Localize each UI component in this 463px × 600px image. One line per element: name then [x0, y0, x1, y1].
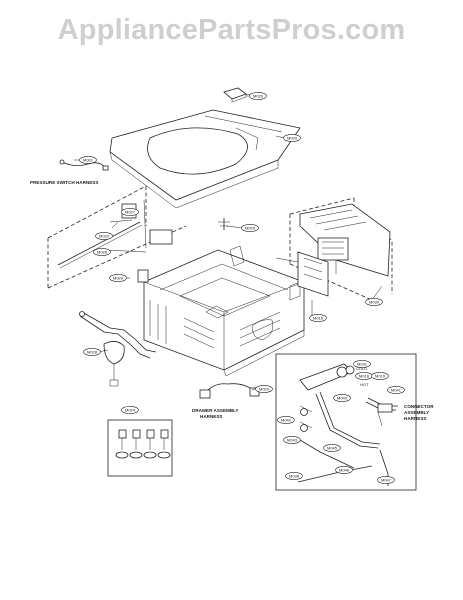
part-tag: M030 — [365, 298, 383, 306]
part-tag-text: M018 — [359, 373, 370, 378]
part-tag-text: M043 — [287, 437, 298, 442]
part-tag-oval — [335, 466, 353, 474]
part-tag-text: M001 — [83, 157, 94, 162]
part-tag: M020 — [283, 134, 301, 142]
leveling-feet — [107, 419, 173, 477]
part-tag: M040 — [333, 394, 351, 402]
water-valve-group — [275, 353, 417, 491]
part-tag: M041 — [387, 386, 405, 394]
part-tag-oval — [377, 476, 395, 484]
cold-label: COLD — [356, 366, 367, 371]
part-tag-oval — [309, 314, 327, 322]
part-tag-oval — [95, 232, 113, 240]
part-tag-oval — [387, 386, 405, 394]
cabinet-body — [137, 245, 305, 377]
part-tag-oval — [241, 224, 259, 232]
part-tag: M001 — [79, 156, 97, 164]
part-tag-oval — [121, 406, 139, 414]
hot-label: HOT — [360, 382, 369, 387]
part-tag: M029 — [109, 274, 127, 282]
part-tag-oval — [109, 274, 127, 282]
part-tag: M026 — [249, 92, 267, 100]
top-bracket — [223, 87, 263, 103]
part-tag-oval — [249, 92, 267, 100]
part-tag-oval — [93, 248, 111, 256]
part-tag-text: M026 — [253, 93, 264, 98]
foot-3 — [143, 429, 157, 459]
connector-label-2: ASSEMBLY — [404, 410, 429, 415]
part-tag-oval — [83, 348, 101, 356]
drawer-harness-label-2: HARNESS — [200, 414, 222, 419]
part-tag: M019 — [371, 372, 389, 380]
connector-label-1: CONNECTOR — [404, 404, 434, 409]
part-tag-oval — [285, 472, 303, 480]
part-tag-oval — [365, 298, 383, 306]
part-tag-oval — [121, 208, 139, 216]
part-tag: M042 — [277, 416, 295, 424]
part-tag: M046 — [335, 466, 353, 474]
part-tag-oval — [277, 416, 295, 424]
part-tag-oval — [371, 372, 389, 380]
part-tag-oval — [283, 134, 301, 142]
part-tag-text: M046 — [339, 467, 350, 472]
part-tag-text: M028 — [97, 249, 108, 254]
part-tag: M028 — [93, 248, 111, 256]
part-tag-text: M028 — [87, 349, 98, 354]
part-tag-oval — [353, 360, 371, 368]
part-tag-text: M040 — [337, 395, 348, 400]
watermark: AppliancePartsPros.com — [57, 14, 406, 46]
part-tag: M027 — [121, 208, 139, 216]
part-tag-text: M029 — [113, 275, 124, 280]
drain-hose-assembly — [79, 311, 157, 387]
part-tag-oval — [333, 394, 351, 402]
part-tag-text: M047 — [381, 477, 392, 482]
drawer-harness-label-1: DRAWER ASSEMBLY — [192, 408, 239, 413]
part-tag-text: M020 — [99, 233, 110, 238]
pressure-switch-harness — [59, 159, 109, 171]
part-tag-text: M024 — [125, 407, 136, 412]
part-tag: M047 — [377, 476, 395, 484]
part-tag-text: M042 — [281, 417, 292, 422]
ground-screw — [218, 218, 230, 230]
control-panel-group — [275, 197, 393, 301]
part-tag-oval — [79, 156, 97, 164]
part-tag-oval — [255, 385, 273, 393]
connector-label-3: HARNESS — [404, 416, 426, 421]
part-tag-text: M020 — [259, 386, 270, 391]
part-tag: M031 — [353, 360, 371, 368]
drawer-assembly-harness — [199, 383, 260, 399]
part-tag: M045 — [323, 444, 341, 452]
foot-4 — [157, 429, 171, 459]
part-tag: M025 — [241, 224, 259, 232]
part-tag-oval — [323, 444, 341, 452]
pressure-switch-group — [47, 185, 187, 289]
part-tag: M020 — [255, 385, 273, 393]
part-tag: M043 — [283, 436, 301, 444]
part-tag-oval — [283, 436, 301, 444]
part-tag-text: M038 — [289, 473, 300, 478]
part-tag-text: M016 — [313, 315, 324, 320]
part-tag-text: M027 — [125, 209, 136, 214]
part-tags: M026M020M001M020M025M027M028M030M029M016… — [79, 92, 405, 484]
foot-1 — [115, 429, 129, 459]
part-tag-text: M020 — [287, 135, 298, 140]
part-tag: M038 — [285, 472, 303, 480]
top-cover-panel — [109, 109, 301, 209]
part-tag: M028 — [83, 348, 101, 356]
part-tag-text: M025 — [245, 225, 256, 230]
part-tag-text: M019 — [375, 373, 386, 378]
part-tag: M016 — [309, 314, 327, 322]
part-tag-text: M045 — [327, 445, 338, 450]
part-tag-text: M041 — [391, 387, 402, 392]
foot-2 — [129, 429, 143, 459]
part-tag-text: M031 — [357, 361, 368, 366]
part-tag: M024 — [121, 406, 139, 414]
pressure-switch-harness-label: PRESSURE SWITCH HARNESS — [30, 180, 98, 185]
part-tag: M020 — [95, 232, 113, 240]
part-tag: M018 — [355, 372, 373, 380]
part-tag-text: M030 — [369, 299, 380, 304]
